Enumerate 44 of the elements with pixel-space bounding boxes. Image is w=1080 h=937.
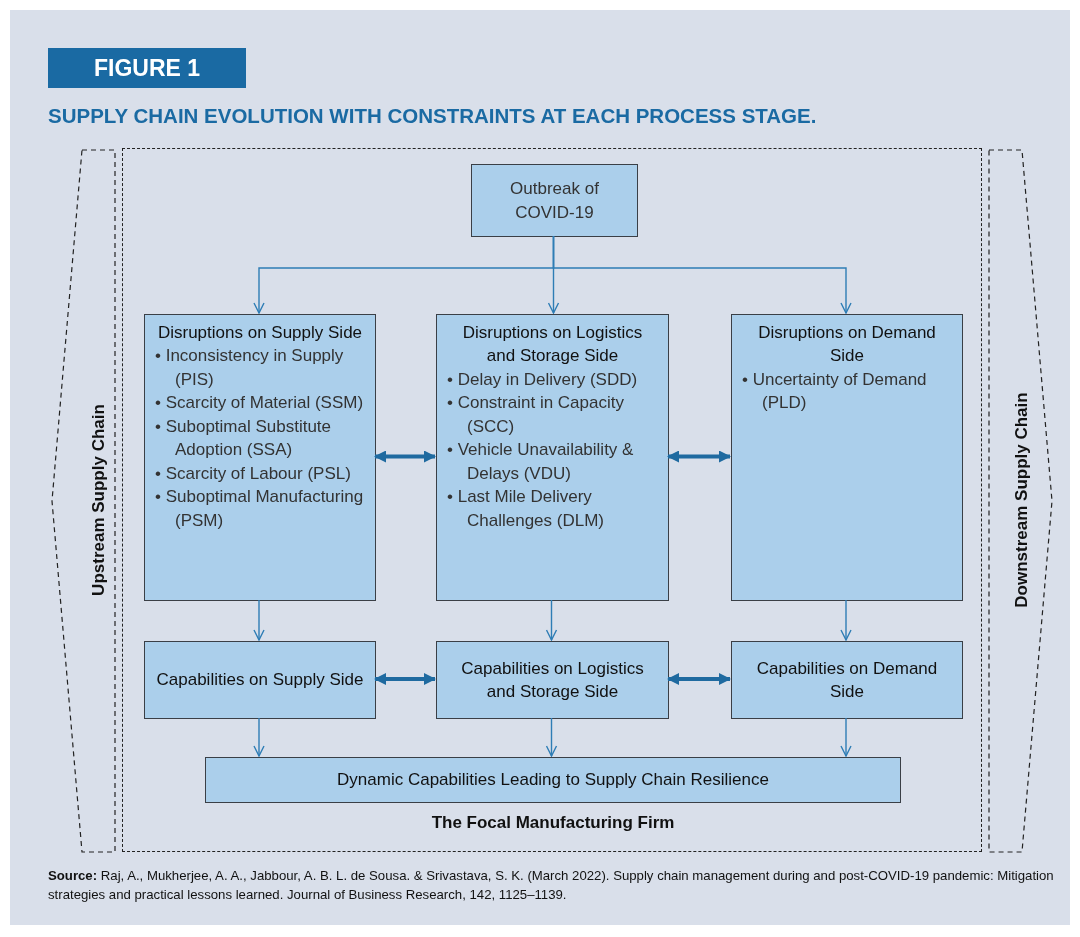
arrow xyxy=(374,450,436,463)
arrow xyxy=(552,235,852,314)
arrow xyxy=(253,717,265,757)
figure-label: FIGURE 1 xyxy=(48,48,246,88)
arrow xyxy=(545,599,558,641)
box-heading: Disruptions on Logistics and Storage Side xyxy=(461,322,644,368)
process-box xyxy=(436,641,669,719)
arrow xyxy=(374,673,436,685)
bullet-item: • Last Mile Delivery Challenges (DLM) xyxy=(447,486,605,532)
bullet-item: • Suboptimal Manufacturing (PSM) xyxy=(155,486,365,532)
box-text: Capabilities on Supply Side xyxy=(156,669,364,692)
process-box xyxy=(144,314,376,601)
bullet-item: • Uncertainty of Demand (PLD) xyxy=(742,368,928,415)
bullet-item: • Delay in Delivery (SDD) xyxy=(447,368,639,391)
box-heading: Disruptions on Supply Side xyxy=(156,322,364,344)
bullet-item: • Scarcity of Material (SSM) xyxy=(155,392,365,415)
frame-label: The Focal Manufacturing Firm xyxy=(430,813,676,833)
bullet-item: • Scarcity of Labour (PSL) xyxy=(155,462,352,485)
process-box xyxy=(205,757,901,803)
bullet-item: • Constraint in Capacity (SCC) xyxy=(447,392,625,438)
bullet-item: • Inconsistency in Supply (PIS) xyxy=(155,345,345,391)
arrow xyxy=(840,599,852,641)
box-text: Capabilities on Demand Side xyxy=(755,657,939,703)
process-box xyxy=(471,164,638,237)
box-text: Dynamic Capabilities Leading to Supply Chain Resilience xyxy=(337,769,769,792)
arrow xyxy=(253,599,265,641)
band-label: Downstream Supply Chain xyxy=(1012,391,1032,610)
process-box xyxy=(731,641,963,719)
process-box xyxy=(731,314,963,601)
bullet-item: • Suboptimal Substitute Adoption (SSA) xyxy=(155,415,333,462)
arrow xyxy=(545,717,558,757)
arrow xyxy=(667,450,731,463)
arrow xyxy=(840,717,852,757)
source-caption: Source: Raj, A., Mukherjee, A. A., Jabbour, A. B. L. de Sousa. & Srivastava, S. K. (March 2022). Supply chain management during and post-COVID-19 pandemic: Mitigation strategies and practical lessons learned. Journal of Business Research, 142, 1125–1139. xyxy=(48,867,1055,905)
bullet-item: • Vehicle Unavailability & Delays (VDU) xyxy=(447,439,635,485)
diagram-title: SUPPLY CHAIN EVOLUTION WITH CONSTRAINTS AT EACH PROCESS STAGE. xyxy=(48,104,817,128)
box-heading: Disruptions on Demand Side xyxy=(757,322,937,368)
process-box xyxy=(436,314,669,601)
process-box xyxy=(144,641,376,719)
dashed-frame xyxy=(122,148,982,852)
box-text: Capabilities on Logistics and Storage Side xyxy=(460,657,645,703)
box-text: Outbreak of COVID-19 xyxy=(509,178,600,224)
band-label: Upstream Supply Chain xyxy=(89,403,109,598)
arrow xyxy=(667,673,731,685)
